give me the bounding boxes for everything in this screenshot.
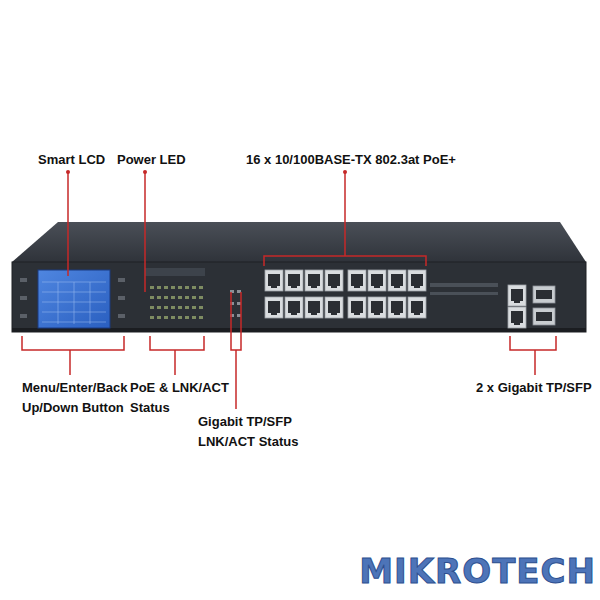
smart-lcd xyxy=(38,270,110,328)
callout-label: Gigabit TP/SFP LNK/ACT Status xyxy=(198,412,323,452)
callout-label: Smart LCD xyxy=(38,150,105,170)
uplink-ports xyxy=(508,285,555,328)
leader-dots xyxy=(66,170,347,174)
lcd-grid xyxy=(42,282,106,324)
callout-label: 2 x Gigabit TP/SFP xyxy=(476,378,592,398)
brand-plate xyxy=(145,268,205,276)
chassis-front xyxy=(12,262,586,332)
watermark: MIKROTECH xyxy=(359,552,596,590)
status-leds xyxy=(150,286,203,319)
callout-label: 16 x 10/100BASE-TX 802.3at PoE+ xyxy=(246,150,456,170)
leader-lines xyxy=(22,172,556,409)
callout-label: Menu/Enter/Back Up/Down Button xyxy=(22,378,147,418)
callout-label: Power LED xyxy=(117,150,186,170)
model-plate xyxy=(430,283,498,287)
model-plate xyxy=(430,292,498,295)
callout-label: PoE & LNK/ACT Status xyxy=(130,378,248,418)
poe-ports xyxy=(265,270,426,318)
chassis-edge xyxy=(12,328,586,332)
